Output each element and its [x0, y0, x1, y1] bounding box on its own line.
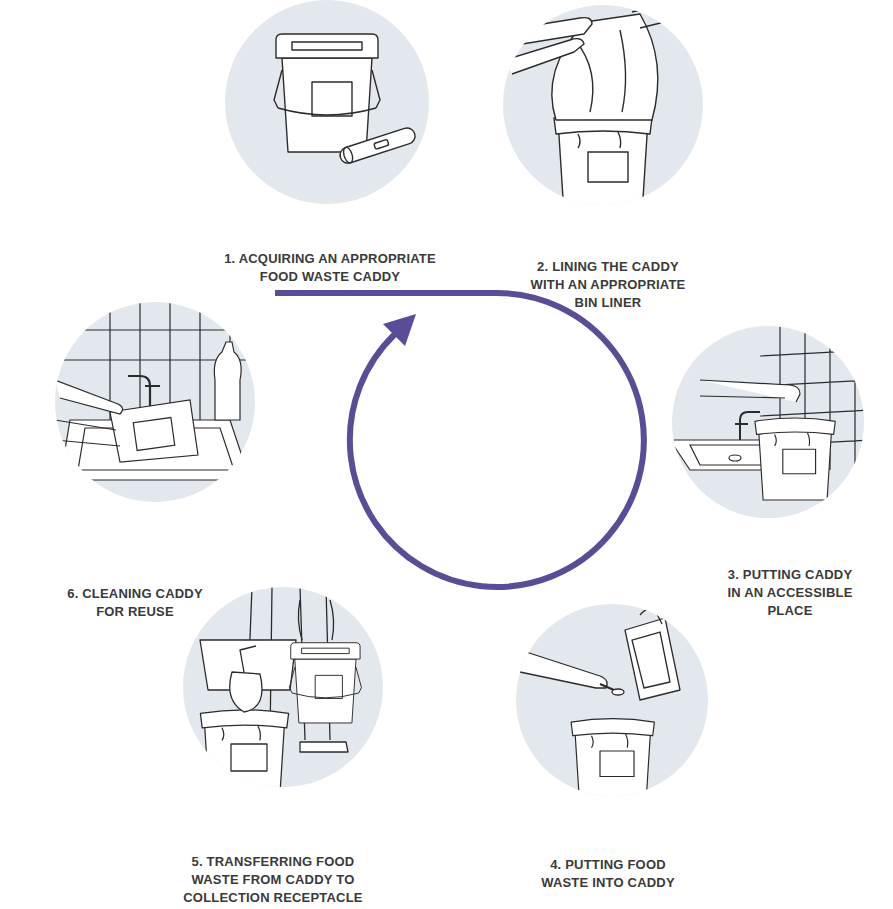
- step-circle: 3. PUTTING CADDY IN AN ACCESSIBLE PLACE: [672, 326, 864, 518]
- step-circle: 6. CLEANING CADDY FOR REUSE: [55, 302, 255, 502]
- cycle-arrow: [275, 293, 644, 587]
- step-circle: 1. ACQUIRING AN APPROPRIATE FOOD WASTE C…: [225, 0, 429, 204]
- step-caption: 6. CLEANING CADDY FOR REUSE: [60, 585, 210, 621]
- cycle-arrowhead: [383, 314, 416, 346]
- step-caption: 2. LINING THE CADDY WITH AN APPROPRIATE …: [528, 258, 688, 312]
- step-caption: 4. PUTTING FOOD WASTE INTO CADDY: [533, 856, 683, 892]
- step-caption: 3. PUTTING CADDY IN AN ACCESSIBLE PLACE: [720, 566, 860, 620]
- step-caption: 1. ACQUIRING AN APPROPRIATE FOOD WASTE C…: [205, 250, 455, 286]
- step-circle: 2. LINING THE CADDY WITH AN APPROPRIATE …: [503, 5, 703, 205]
- step-caption: 5. TRANSFERRING FOOD WASTE FROM CADDY TO…: [178, 853, 368, 907]
- step-circle: 5. TRANSFERRING FOOD WASTE FROM CADDY TO…: [183, 587, 383, 787]
- step-circle: 4. PUTTING FOOD WASTE INTO CADDY: [516, 604, 708, 796]
